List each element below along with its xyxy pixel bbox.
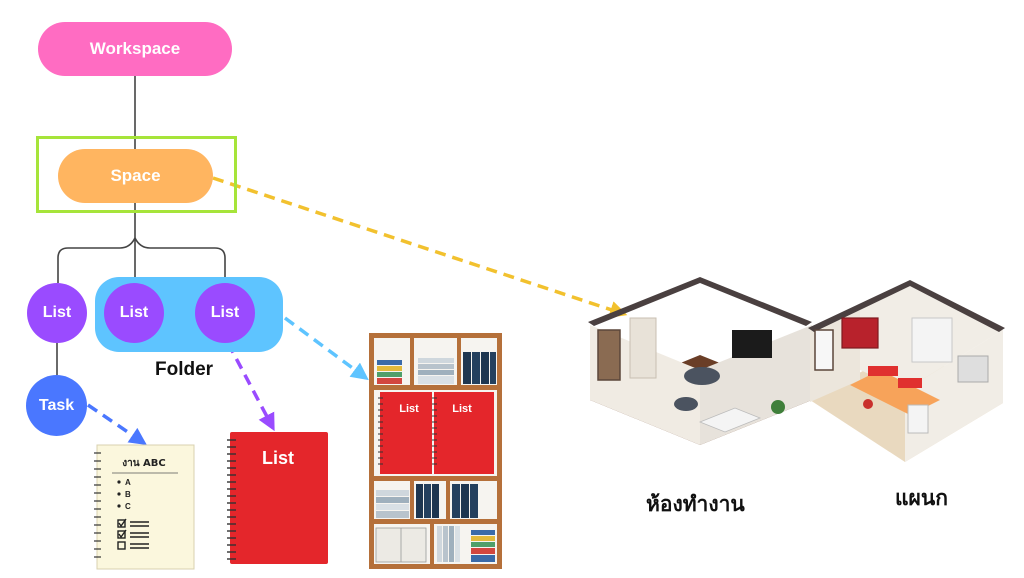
rooms-illustration — [588, 277, 1005, 462]
list-label: List — [42, 304, 72, 321]
list-label: List — [119, 304, 149, 321]
task-sheet-illustration: งาน ABC A B C — [94, 444, 195, 570]
task-sheet-bullet-c: C — [125, 502, 131, 511]
list-label: List — [210, 304, 240, 321]
task-sheet-bullet-b: B — [125, 490, 131, 499]
notebook-illustration: List — [227, 432, 328, 564]
office-room-label: ห้องทำงาน — [646, 492, 745, 516]
space-node: Space — [58, 149, 213, 203]
space-highlight-frame — [36, 136, 237, 213]
workspace-node: Workspace — [38, 22, 232, 76]
arrow-space-to-rooms — [212, 176, 628, 318]
workspace-label: Workspace — [89, 39, 181, 58]
space-label: Space — [110, 166, 161, 185]
checklist-icon — [117, 518, 149, 550]
arrow-list-to-notebook — [226, 342, 275, 432]
shelf-notebook-label-1: List — [399, 403, 419, 415]
arrow-task-to-sheet — [87, 403, 147, 445]
task-sheet-bullet-a: A — [125, 478, 131, 487]
notebook-label: List — [262, 448, 294, 468]
bookshelf-illustration: List List — [369, 333, 502, 569]
dashed-arrows — [87, 176, 628, 445]
arrow-folder-to-bookshelf — [283, 316, 369, 381]
folder-label: Folder — [155, 359, 214, 380]
task-sheet-title: งาน ABC — [122, 458, 166, 469]
list-node-folder-a: List — [104, 283, 164, 343]
shelf-notebook-label-2: List — [452, 403, 472, 415]
department-room-label: แผนก — [895, 486, 948, 510]
task-label: Task — [38, 396, 75, 414]
list-node-standalone: List — [27, 283, 87, 343]
list-node-folder-b: List — [195, 283, 255, 343]
task-node: Task — [26, 375, 87, 436]
